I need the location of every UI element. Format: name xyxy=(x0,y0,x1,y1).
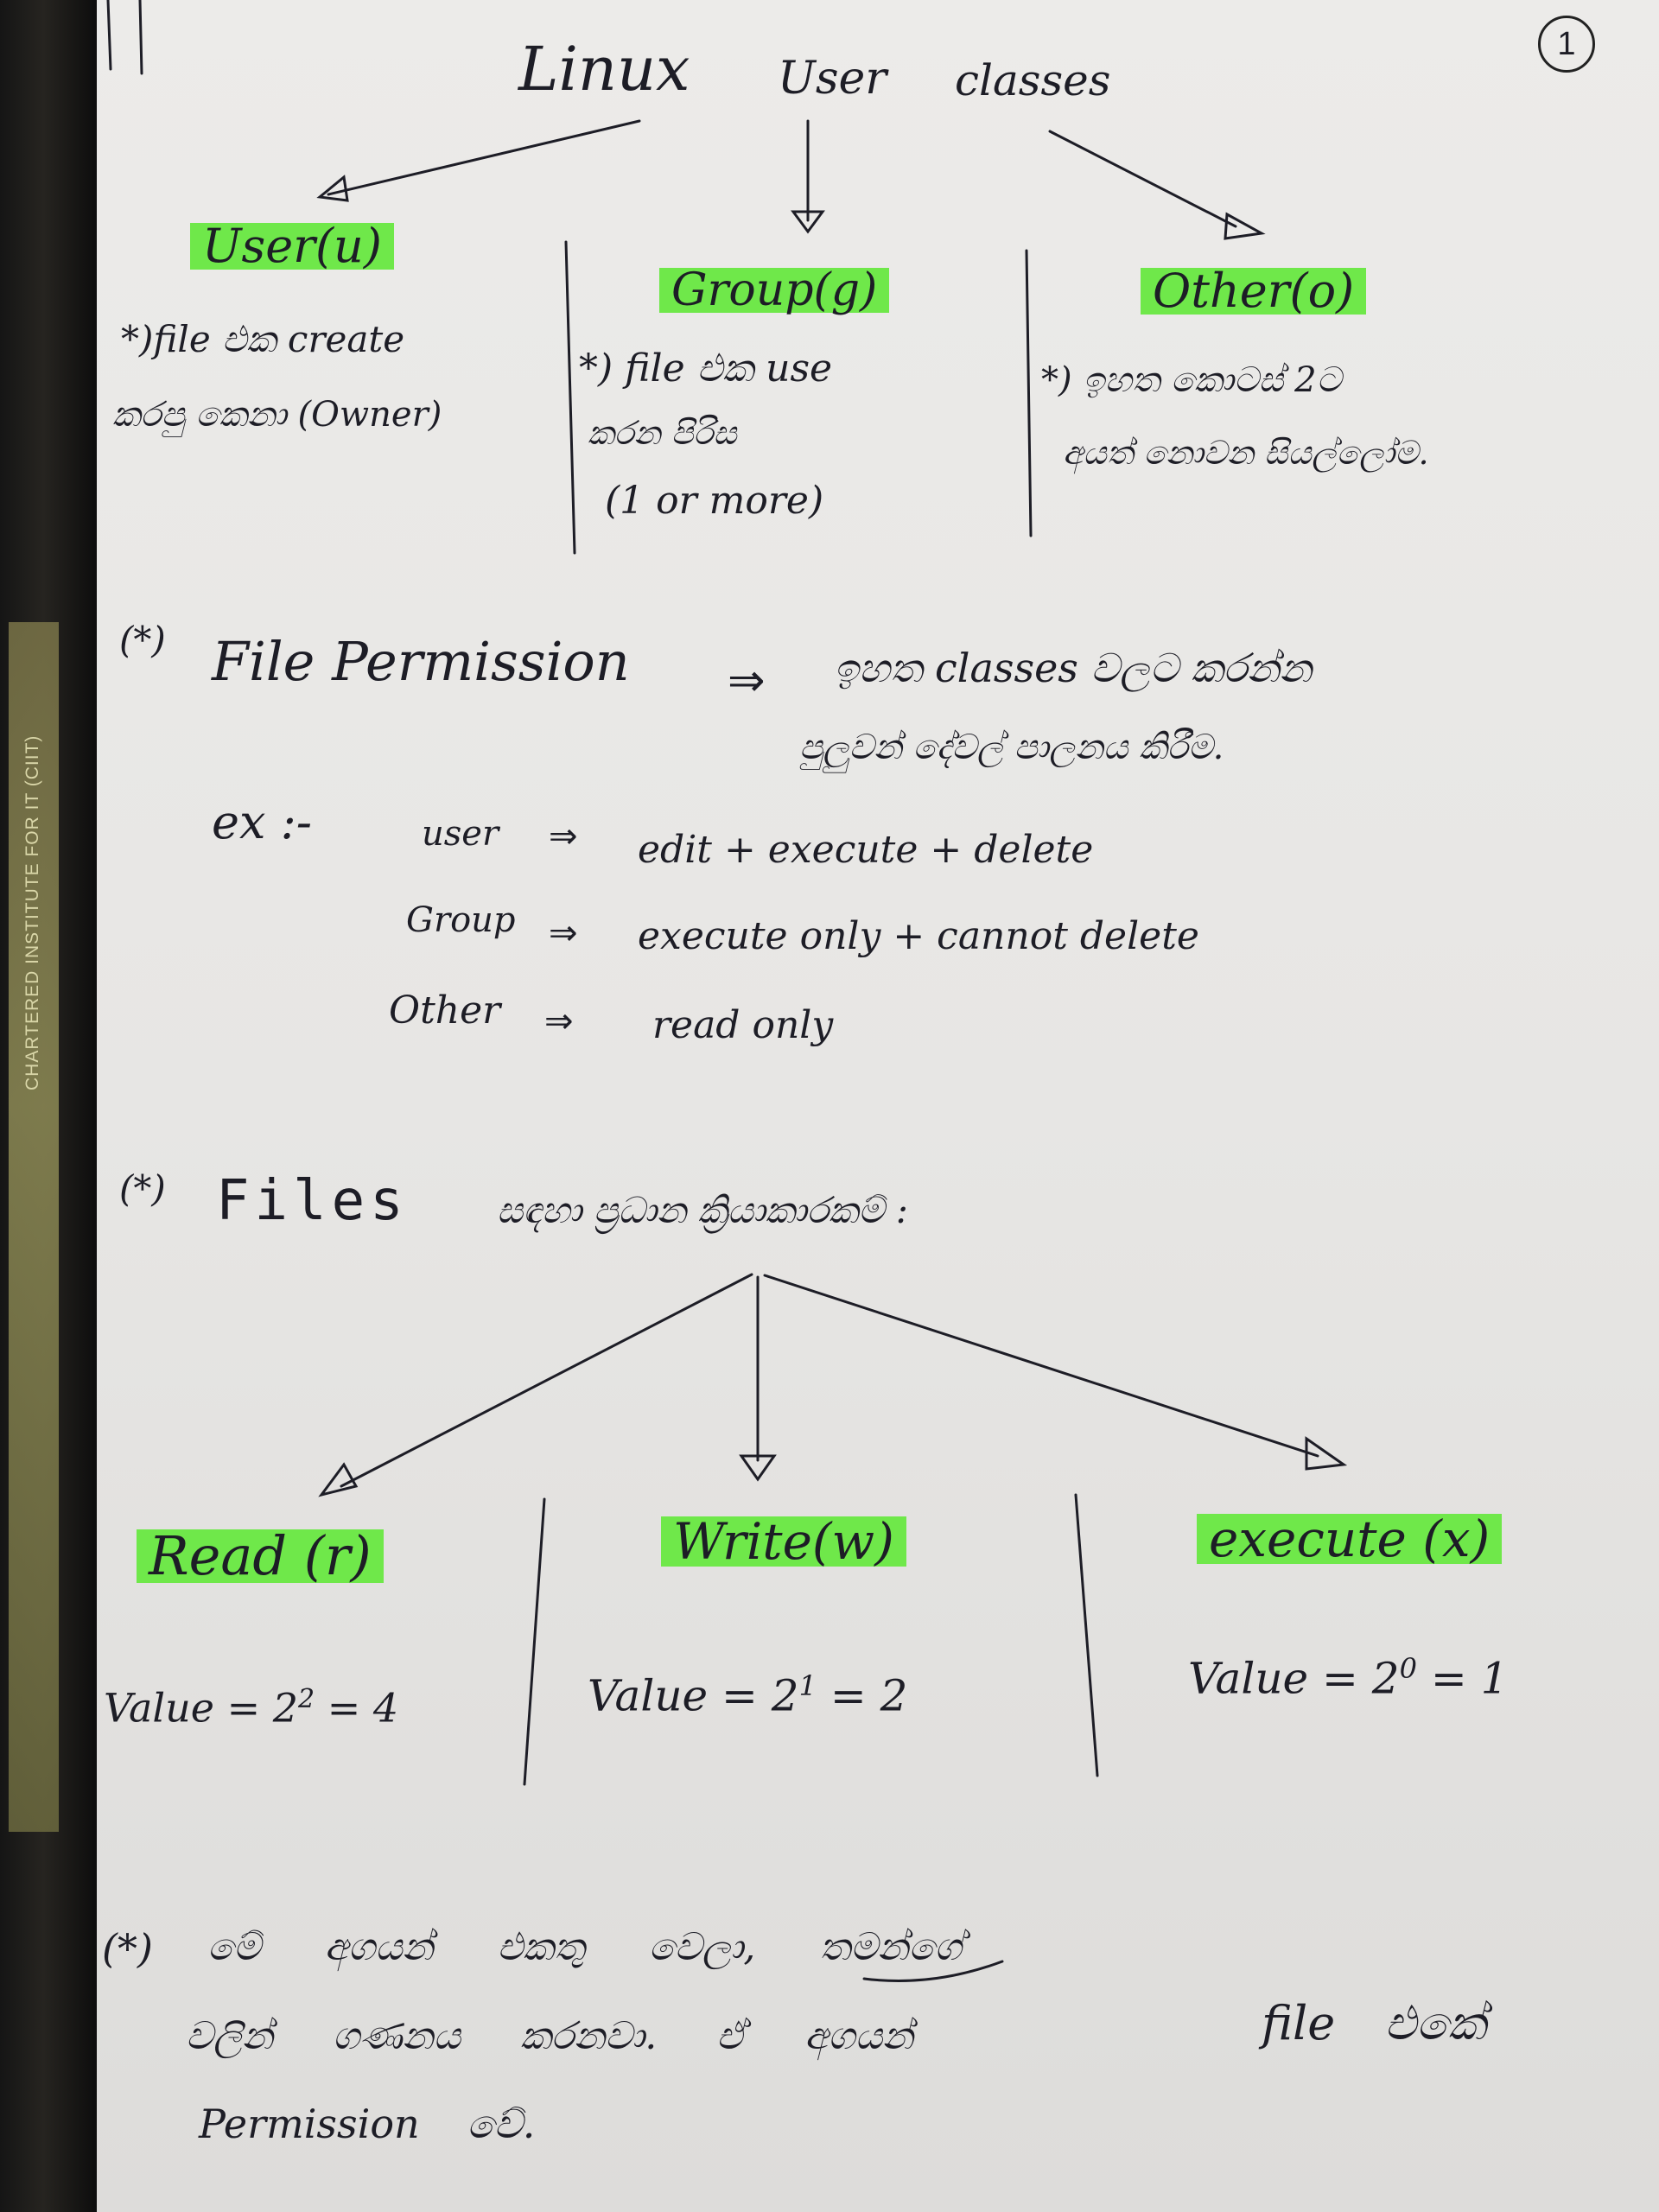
title-word-classes: classes xyxy=(955,55,1111,105)
perm-desc-line2: පුලුවන් දේවල් පාලනය කිරීම. xyxy=(799,728,1224,767)
divider-line xyxy=(1025,249,1033,537)
note-line1: මේ අගයන් එකතු වෙලා, තමන්ගේ xyxy=(207,1925,962,1969)
arrow-head-icon xyxy=(316,175,349,202)
action-value-write: Value = 21 = 2 xyxy=(588,1672,907,1718)
margin-line xyxy=(138,0,143,75)
files-star: (*) xyxy=(119,1167,166,1210)
perm-desc-line1: ඉහත classes වලට කරන්න xyxy=(834,645,1313,691)
arrow-head-icon xyxy=(1224,212,1266,240)
action-heading-read: Read (r) xyxy=(137,1529,384,1583)
class-group-line2: කරන පිරිස xyxy=(588,414,737,452)
action-heading-write: Write(w) xyxy=(661,1516,906,1567)
value-result: = 2 xyxy=(830,1670,908,1721)
arrow-head-icon xyxy=(739,1454,777,1482)
arrow-to-other xyxy=(1048,130,1237,228)
class-other-line1: *) ඉහත කොටස් 2ට xyxy=(1041,360,1342,400)
class-heading-other: Other(o) xyxy=(1141,268,1367,315)
note-star: (*) xyxy=(102,1925,153,1972)
margin-line xyxy=(106,0,112,71)
files-desc: සඳහා ප්‍රධාන ක්‍රියාකාරකම් : xyxy=(497,1189,908,1231)
value-label: Value = 2 xyxy=(588,1670,799,1721)
action-heading-execute: execute (x) xyxy=(1197,1514,1503,1564)
example-label: ex :- xyxy=(212,795,313,849)
title-word-linux: Linux xyxy=(518,34,690,105)
example-arrow: ⇒ xyxy=(549,913,578,953)
example-who-user: user xyxy=(422,814,499,854)
value-label: Value = 2 xyxy=(104,1684,299,1732)
example-who-group: Group xyxy=(406,900,516,940)
class-other-line2: අයත් නොවන සියල්ලෝම. xyxy=(1063,434,1429,472)
title-word-user: User xyxy=(778,53,887,105)
value-result: = 4 xyxy=(327,1684,399,1732)
example-what-user: edit + execute + delete xyxy=(638,828,1094,872)
example-arrow: ⇒ xyxy=(544,1001,574,1041)
value-result: = 1 xyxy=(1430,1653,1509,1704)
note-line2-file: file එකේ xyxy=(1262,1996,1486,2050)
binder-label-strip xyxy=(9,622,59,1832)
arrow-head-icon xyxy=(791,210,825,234)
example-what-other: read only xyxy=(652,1003,834,1047)
value-exponent: 1 xyxy=(798,1669,817,1702)
arrow-to-user xyxy=(327,119,641,196)
class-group-line3: (1 or more) xyxy=(605,479,824,523)
class-user-line1: *)file එක create xyxy=(121,318,405,360)
underline-mark xyxy=(862,1960,1004,1982)
divider-line xyxy=(523,1497,546,1786)
arrow-head-icon xyxy=(318,1462,359,1497)
class-heading-user: User(u) xyxy=(190,223,394,270)
value-exponent: 2 xyxy=(298,1684,315,1714)
example-arrow: ⇒ xyxy=(549,817,578,856)
action-value-read: Value = 22 = 4 xyxy=(104,1684,398,1728)
class-group-line1: *) file එක use xyxy=(579,346,833,391)
perm-star: (*) xyxy=(119,619,166,661)
example-what-group: execute only + cannot delete xyxy=(638,914,1199,958)
arrow-to-execute xyxy=(763,1274,1319,1458)
arrow-to-read xyxy=(340,1273,753,1488)
notebook-page xyxy=(97,0,1659,2212)
note-line3: Permission වේ. xyxy=(199,2101,536,2147)
notebook-binder: CHARTERED INSTITUTE FOR IT (CIIT) xyxy=(0,0,97,2212)
divider-line xyxy=(1074,1493,1099,1777)
value-exponent: 0 xyxy=(1399,1652,1417,1685)
action-value-execute: Value = 20 = 1 xyxy=(1188,1655,1508,1700)
value-label: Value = 2 xyxy=(1188,1653,1400,1704)
divider-line xyxy=(564,240,576,555)
note-line2: වලින් ගණනය කරනවා. ඒ අගයන් xyxy=(186,2014,913,2058)
class-heading-group: Group(g) xyxy=(659,268,890,313)
perm-arrow: ⇒ xyxy=(728,655,766,707)
page-number: 1 xyxy=(1538,16,1595,73)
perm-title: File Permission xyxy=(212,630,630,693)
files-title: Files xyxy=(216,1169,409,1233)
class-user-line2: කරපු කෙනා (Owner) xyxy=(112,395,442,435)
example-who-other: Other xyxy=(389,988,501,1033)
arrow-head-icon xyxy=(1305,1436,1348,1471)
